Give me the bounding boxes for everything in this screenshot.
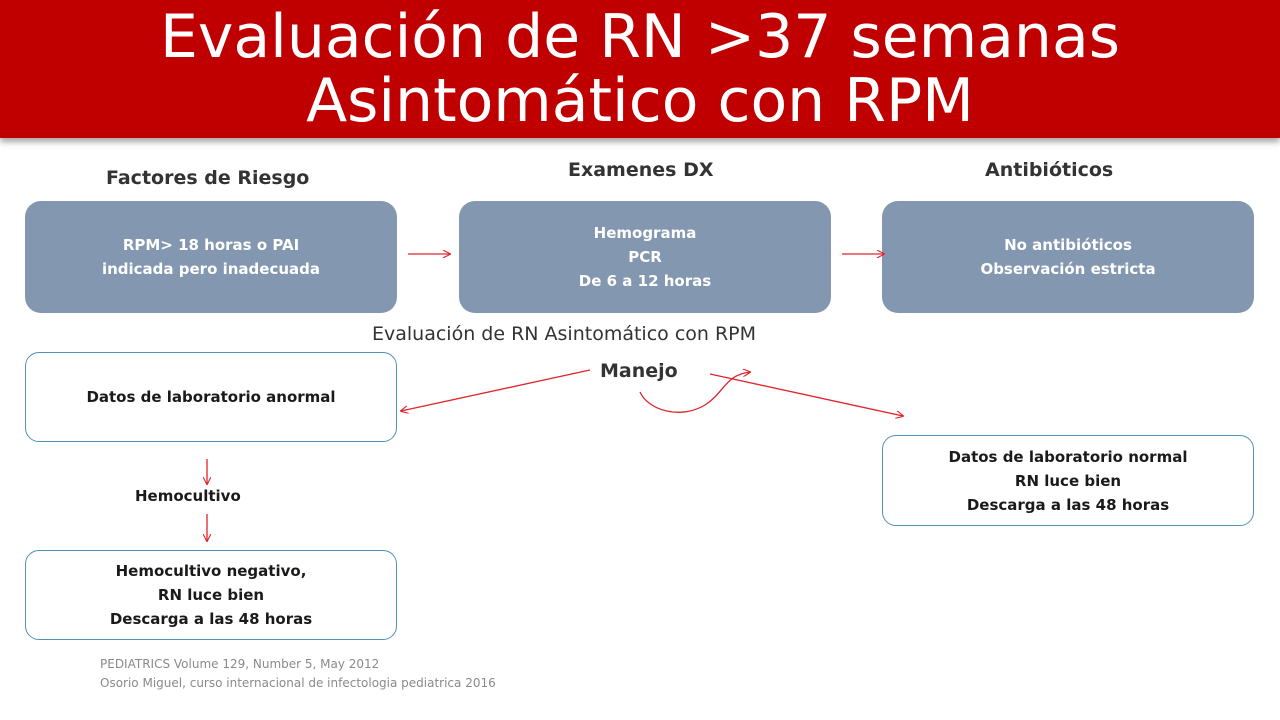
blood-culture-label: Hemocultivo: [135, 487, 241, 505]
step-box-antibiotics: No antibióticos Observación estricta: [882, 201, 1254, 313]
exams-line-3: De 6 a 12 horas: [578, 272, 712, 290]
reference-line-2: Osorio Miguel, curso internacional de in…: [100, 676, 496, 690]
diagram-subtitle: Evaluación de RN Asintomático con RPM: [372, 323, 757, 345]
section-label-antibiotics: Antibióticos: [985, 159, 1114, 181]
negative-line-3: Descarga a las 48 horas: [109, 610, 313, 628]
negative-line-1: Hemocultivo negativo,: [115, 562, 307, 580]
section-label-dx-exams: Examenes DX: [568, 159, 714, 181]
antibiotics-line-2: Observación estricta: [980, 260, 1156, 278]
normal-line-2: RN luce bien: [1014, 471, 1122, 490]
risk-line-1: RPM> 18 horas o PAI: [122, 236, 300, 254]
title-line-1: Evaluación de RN >37 semanas: [160, 2, 1120, 72]
abnormal-line-1: Datos de laboratorio anormal: [86, 388, 336, 406]
outcome-box-negative-culture: Hemocultivo negativo, RN luce bien Desca…: [25, 550, 397, 640]
step-box-dx-exams: Hemograma PCR De 6 a 12 horas: [459, 201, 831, 313]
antibiotics-line-1: No antibióticos: [1004, 236, 1132, 254]
negative-line-2: RN luce bien: [157, 586, 265, 604]
normal-line-3: Descarga a las 48 horas: [966, 495, 1170, 514]
arrow-management-to-abnormal: [401, 369, 591, 411]
title-line-2: Asintomático con RPM: [306, 66, 974, 136]
section-label-risk-factors: Factores de Riesgo: [106, 167, 310, 189]
reference-line-1: PEDIATRICS Volume 129, Number 5, May 201…: [100, 657, 380, 671]
step-box-risk-factors: RPM> 18 horas o PAI indicada pero inadec…: [25, 201, 397, 313]
management-label: Manejo: [600, 360, 678, 382]
exams-line-2: PCR: [628, 248, 662, 266]
normal-line-1: Datos de laboratorio normal: [948, 447, 1188, 466]
references-footer: PEDIATRICS Volume 129, Number 5, May 201…: [100, 655, 496, 693]
outcome-box-normal-labs: Datos de laboratorio normal RN luce bien…: [882, 435, 1254, 526]
exams-line-1: Hemograma: [593, 224, 697, 242]
arrow-management-to-normal: [709, 373, 903, 416]
title-banner: Evaluación de RN >37 semanas Asintomátic…: [0, 0, 1280, 138]
outcome-box-abnormal-labs: Datos de laboratorio anormal: [25, 352, 397, 442]
risk-line-2: indicada pero inadecuada: [101, 260, 321, 278]
